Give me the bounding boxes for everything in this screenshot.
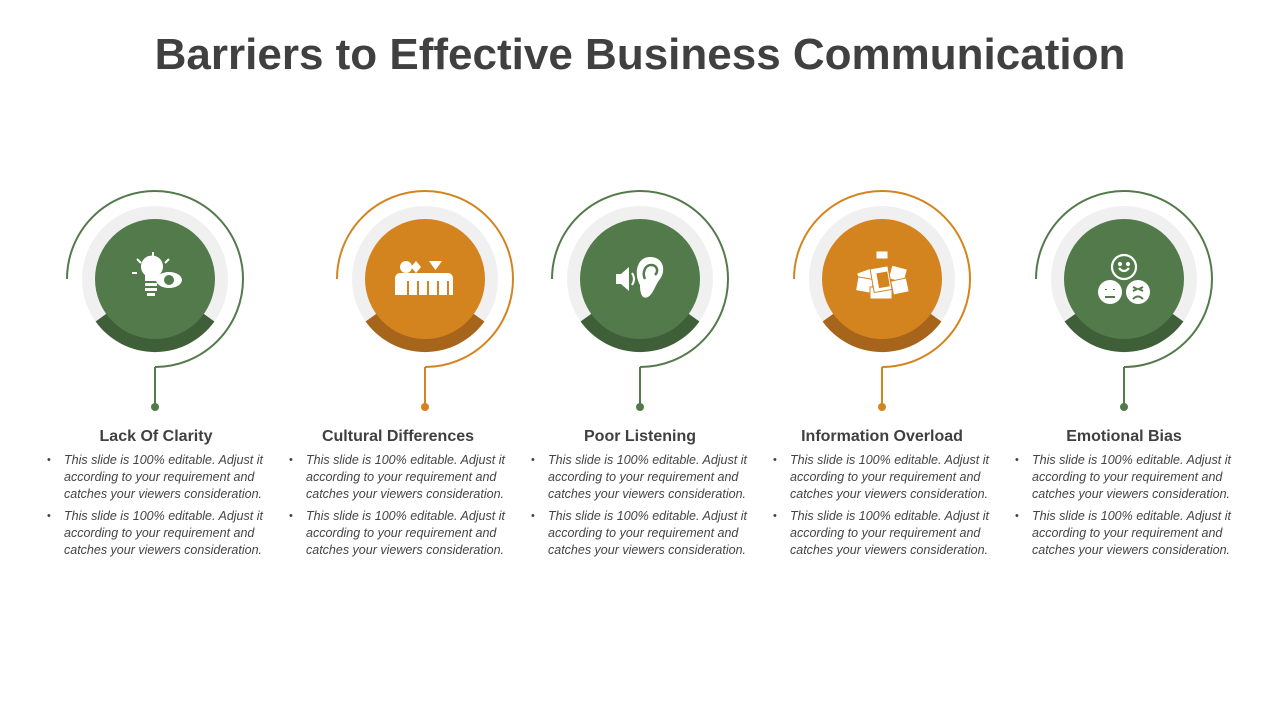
emotion-faces-icon [1098, 253, 1150, 304]
bullet: This slide is 100% editable. Adjust it a… [773, 452, 992, 503]
bullet: This slide is 100% editable. Adjust it a… [289, 508, 508, 559]
outer-arc [1035, 190, 1213, 368]
barrier-node [66, 190, 244, 411]
outer-arc [551, 190, 729, 368]
lightbulb-eye-icon [132, 252, 182, 296]
barrier-node [551, 190, 729, 411]
paper-pile-icon [855, 250, 910, 300]
shadow-band [95, 312, 215, 353]
item-heading: Emotional Bias [1066, 428, 1182, 445]
shadow-band [365, 312, 485, 353]
item-lack-of-clarity: Lack Of Clarity This slide is 100% edita… [46, 428, 266, 564]
bullet: This slide is 100% editable. Adjust it a… [531, 508, 750, 559]
shadow-band [822, 312, 942, 353]
barrier-node [1035, 190, 1213, 411]
bullet: This slide is 100% editable. Adjust it a… [47, 452, 266, 503]
item-information-overload: Information Overload This slide is 100% … [772, 428, 992, 564]
ear-speaker-icon [616, 257, 664, 298]
outer-arc [793, 190, 971, 368]
bullet: This slide is 100% editable. Adjust it a… [773, 508, 992, 559]
connector-dot [878, 403, 886, 411]
bullet: This slide is 100% editable. Adjust it a… [289, 452, 508, 503]
item-heading: Lack Of Clarity [99, 428, 213, 445]
item-emotional-bias: Emotional Bias This slide is 100% editab… [1014, 428, 1234, 564]
connector-dot [1120, 403, 1128, 411]
slide-title: Barriers to Effective Business Communica… [154, 30, 1126, 79]
bullet: This slide is 100% editable. Adjust it a… [1015, 452, 1234, 503]
diverse-people-icon [395, 261, 453, 295]
item-heading: Information Overload [801, 428, 963, 445]
item-heading: Cultural Differences [321, 428, 475, 445]
barrier-node [793, 190, 971, 411]
outer-arc [66, 190, 244, 368]
shadow-band [1064, 312, 1184, 353]
connector-dot [151, 403, 159, 411]
bullet: This slide is 100% editable. Adjust it a… [1015, 508, 1234, 559]
connector-dot [421, 403, 429, 411]
item-cultural-differences: Cultural Differences This slide is 100% … [288, 428, 508, 564]
barrier-node [336, 190, 514, 411]
connector-dot [636, 403, 644, 411]
item-poor-listening: Poor Listening This slide is 100% editab… [530, 428, 750, 564]
bullet: This slide is 100% editable. Adjust it a… [531, 452, 750, 503]
shadow-band [580, 312, 700, 353]
item-heading: Poor Listening [584, 428, 696, 445]
outer-arc [336, 190, 514, 368]
bullet: This slide is 100% editable. Adjust it a… [47, 508, 266, 559]
